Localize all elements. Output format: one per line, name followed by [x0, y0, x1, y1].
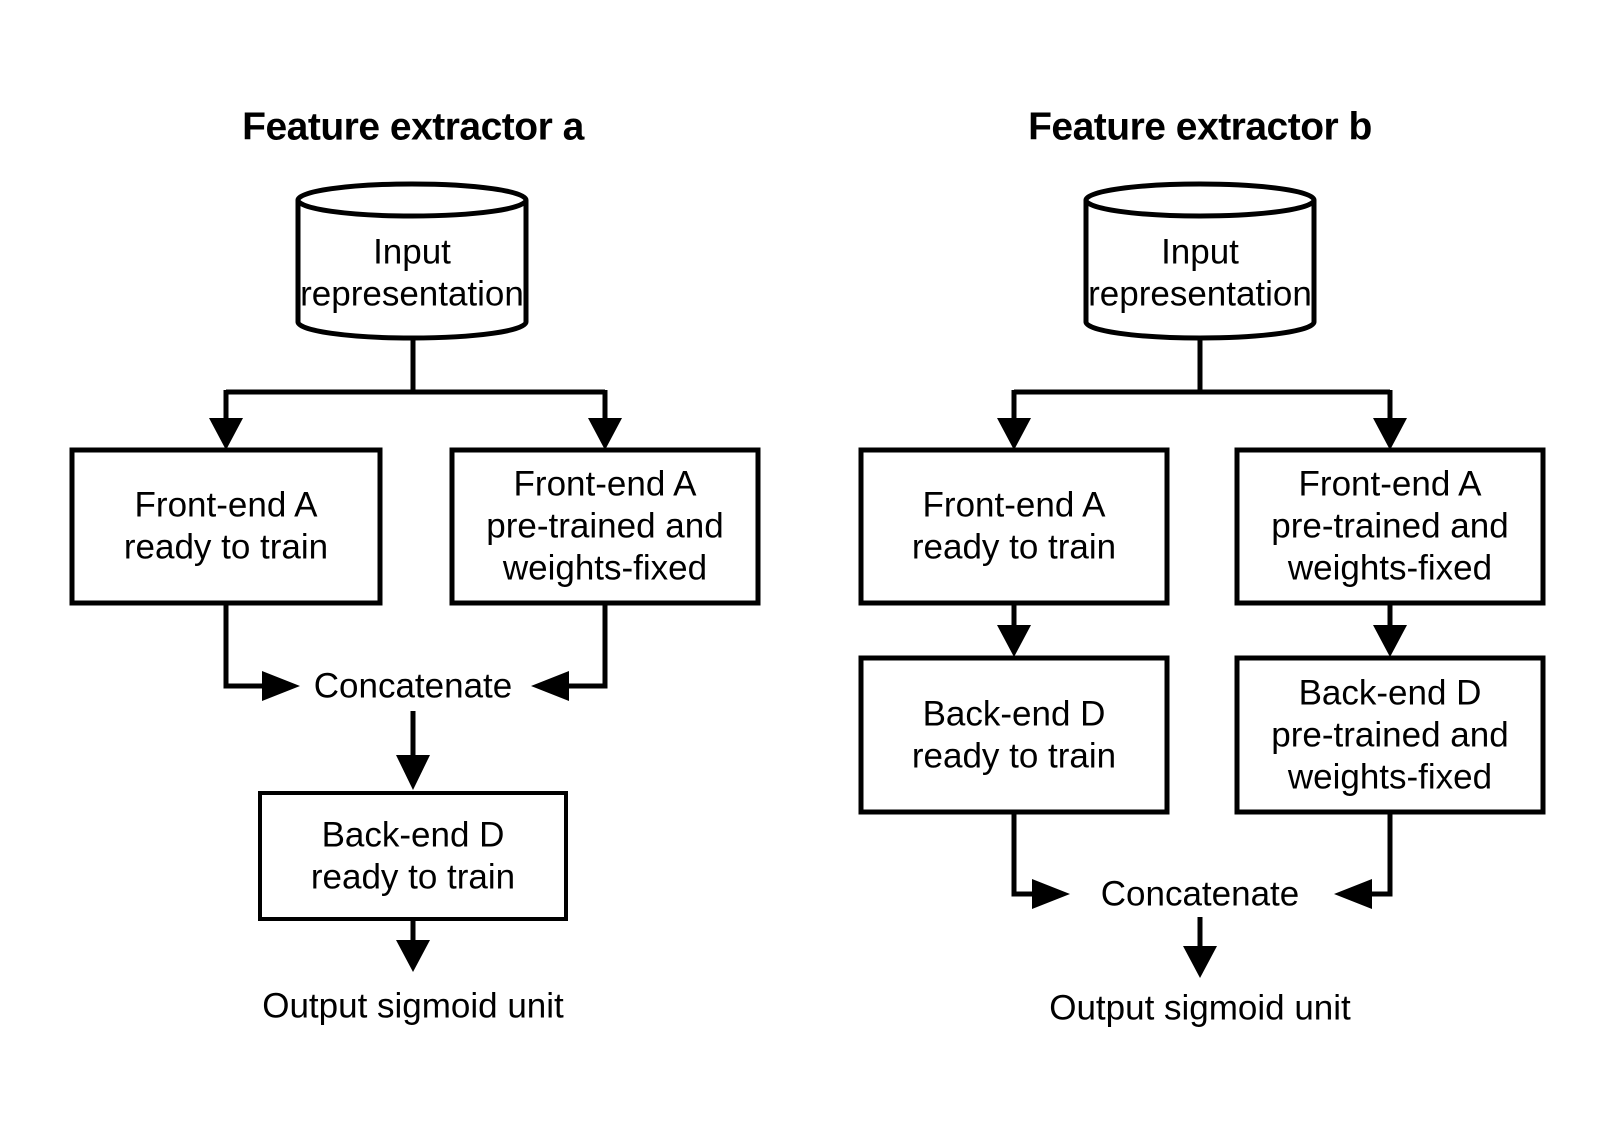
concatenate-label: Concatenate [1101, 875, 1299, 914]
box-label-line3: weights-fixed [502, 549, 707, 588]
box-label-line2: pre-trained and [486, 507, 723, 546]
box-outline [449, 447, 761, 606]
box-outline [858, 655, 1170, 815]
box-label-line1: Front-end A [923, 486, 1107, 525]
box-label-line1: Back-end D [1299, 674, 1482, 713]
cylinder-label-line1: Input [373, 233, 451, 272]
box-outline [258, 791, 568, 921]
arrowhead-down-to-pretrained [588, 418, 622, 450]
box-label-line1: Front-end A [1299, 465, 1483, 504]
box-label-line1: Front-end A [514, 465, 698, 504]
output-sigmoid-label: Output sigmoid unit [1049, 989, 1351, 1028]
input-representation-cylinder: Input representation [1083, 181, 1317, 341]
back-end-d-trainable-box: Back-end D ready to train [258, 791, 568, 921]
box-label-line2: ready to train [124, 528, 328, 567]
box-label-line2: ready to train [311, 858, 515, 897]
box-label-line1: Back-end D [322, 816, 505, 855]
cylinder-label-line2: representation [1088, 275, 1312, 314]
feature-extractor-b-panel: Feature extractor b Input representation… [858, 106, 1546, 1028]
cylinder-label-line1: Input [1161, 233, 1239, 272]
box-label-line1: Front-end A [135, 486, 319, 525]
concatenate-label: Concatenate [314, 667, 512, 706]
arrowhead-left-to-concatenate [531, 671, 569, 701]
cylinder-top-shape [1083, 181, 1317, 219]
box-label-line2: ready to train [912, 528, 1116, 567]
arrowhead-down-to-backend-right [1373, 625, 1407, 657]
arrowhead-right-to-concatenate [262, 671, 300, 701]
elbow-connector-left [223, 603, 262, 689]
arrowhead-down-to-trainable [209, 418, 243, 450]
arrowhead-right-to-concatenate [1032, 879, 1070, 909]
cylinder-label-line2: representation [300, 275, 524, 314]
arrowhead-down-to-pretrained [1373, 418, 1407, 450]
box-outline [1234, 447, 1546, 606]
box-outline [1234, 655, 1546, 815]
box-label-line2: ready to train [912, 737, 1116, 776]
feature-extractor-a-panel: Feature extractor a Input representation… [69, 106, 761, 1026]
elbow-connector-right [1372, 812, 1393, 897]
box-label-line2: pre-trained and [1271, 507, 1508, 546]
input-representation-cylinder: Input representation [295, 181, 529, 341]
branch-connector-line [1011, 337, 1393, 418]
box-outline [69, 447, 383, 606]
back-end-d-trainable-box: Back-end D ready to train [858, 655, 1170, 815]
front-end-a-pretrained-box: Front-end A pre-trained and weights-fixe… [1234, 447, 1546, 606]
box-label-line1: Back-end D [923, 695, 1106, 734]
front-end-a-trainable-box: Front-end A ready to train [858, 447, 1170, 606]
box-outline [858, 447, 1170, 606]
back-end-d-pretrained-box: Back-end D pre-trained and weights-fixed [1234, 655, 1546, 815]
front-end-a-trainable-box: Front-end A ready to train [69, 447, 383, 606]
elbow-connector-right [569, 603, 608, 689]
box-label-line3: weights-fixed [1287, 758, 1492, 797]
arrowhead-down-to-backend-left [997, 625, 1031, 657]
arrowhead-left-to-concatenate [1334, 879, 1372, 909]
front-end-a-pretrained-box: Front-end A pre-trained and weights-fixe… [449, 447, 761, 606]
elbow-connector-left [1011, 812, 1032, 897]
box-label-line2: pre-trained and [1271, 716, 1508, 755]
cylinder-top-shape [295, 181, 529, 219]
arrowhead-down-to-output [396, 940, 430, 972]
panel-a-title: Feature extractor a [242, 106, 584, 149]
branch-connector-line [223, 337, 608, 418]
arrowhead-down-to-output [1183, 946, 1217, 978]
arrowhead-down-to-backend [396, 755, 430, 790]
arrowhead-down-to-trainable [997, 418, 1031, 450]
box-label-line3: weights-fixed [1287, 549, 1492, 588]
output-sigmoid-label: Output sigmoid unit [262, 987, 564, 1026]
panel-b-title: Feature extractor b [1028, 106, 1372, 149]
